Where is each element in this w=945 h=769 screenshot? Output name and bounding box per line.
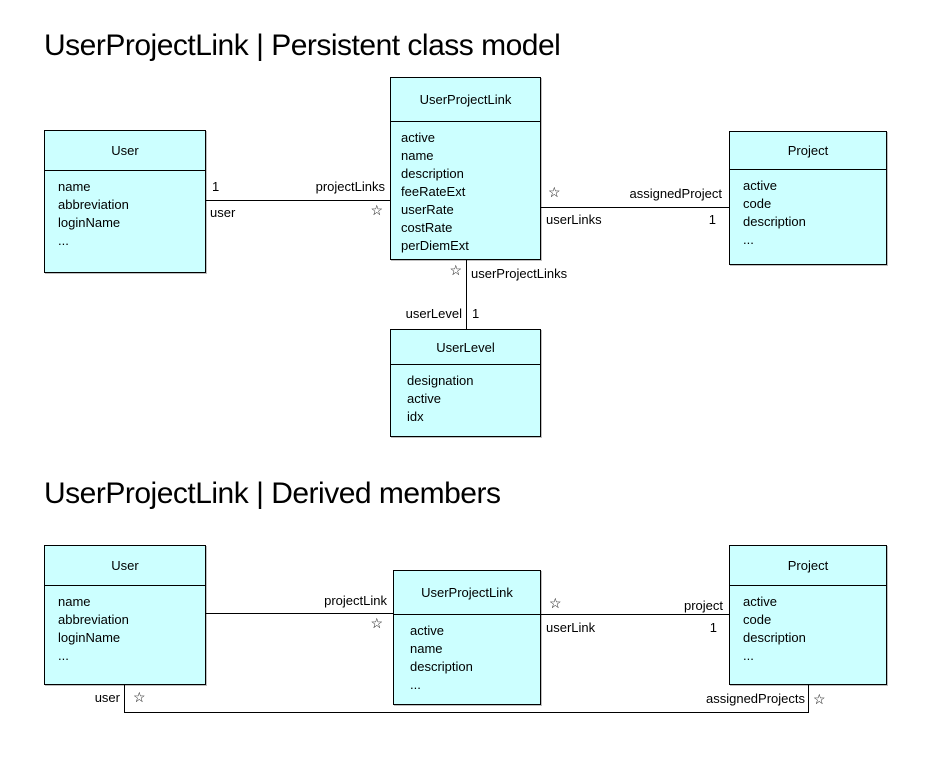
class-box-user: User name abbreviation loginName ... bbox=[44, 130, 206, 273]
role-label: projectLink bbox=[324, 593, 387, 608]
class-box-project: Project active code description ... bbox=[729, 131, 887, 265]
role-label: projectLinks bbox=[315, 179, 385, 194]
role-label: project bbox=[683, 598, 723, 613]
association-line-user-userprojectlink bbox=[206, 200, 390, 201]
attribute: name bbox=[401, 148, 434, 163]
class-box-user-project-link: UserProjectLink active name description … bbox=[390, 77, 541, 260]
class-name: User bbox=[45, 546, 205, 586]
attribute: ... bbox=[58, 233, 69, 248]
attribute: description bbox=[410, 659, 473, 674]
many-star-icon: ☆ bbox=[813, 691, 826, 707]
role-label: userLink bbox=[546, 620, 596, 635]
association-line-user-project-derived bbox=[124, 712, 809, 713]
attribute: active bbox=[407, 391, 441, 406]
many-star-icon: ☆ bbox=[449, 262, 462, 278]
attribute: idx bbox=[407, 409, 424, 424]
class-attributes: active name description ... bbox=[394, 615, 540, 694]
class-attributes: name abbreviation loginName ... bbox=[45, 171, 205, 250]
class-name: Project bbox=[730, 546, 886, 586]
attribute: ... bbox=[58, 648, 69, 663]
class-attributes: active code description ... bbox=[730, 586, 886, 665]
attribute: name bbox=[58, 594, 91, 609]
attribute: ... bbox=[410, 677, 421, 692]
multiplicity-label: 1 bbox=[472, 306, 480, 321]
many-star-icon: ☆ bbox=[133, 689, 146, 705]
class-attributes: name abbreviation loginName ... bbox=[45, 586, 205, 665]
attribute: active bbox=[743, 178, 777, 193]
role-label: assignedProject bbox=[629, 186, 723, 201]
association-line-userprojectlink-project bbox=[541, 207, 729, 208]
attribute: userRate bbox=[401, 202, 454, 217]
multiplicity-label: 1 bbox=[212, 179, 220, 194]
association-line-userprojectlink-project bbox=[541, 614, 729, 615]
role-label: userLevel bbox=[405, 306, 462, 321]
attribute: ... bbox=[743, 648, 754, 663]
association-line-userprojectlink-userlevel bbox=[466, 260, 467, 329]
role-label: assignedProjects bbox=[706, 691, 805, 706]
many-star-icon: ☆ bbox=[549, 595, 562, 611]
association-line-user-userprojectlink bbox=[206, 613, 393, 614]
attribute: costRate bbox=[401, 220, 453, 235]
class-name: Project bbox=[730, 132, 886, 170]
class-box-user-level: UserLevel designation active idx bbox=[390, 329, 541, 437]
attribute: description bbox=[743, 214, 806, 229]
association-line-user-project-derived bbox=[124, 684, 125, 713]
attribute: active bbox=[743, 594, 777, 609]
diagram-title: UserProjectLink | Derived members bbox=[44, 477, 501, 510]
role-label: user bbox=[94, 690, 120, 705]
association-line-user-project-derived bbox=[808, 684, 809, 713]
many-star-icon: ☆ bbox=[548, 184, 561, 200]
attribute: active bbox=[401, 130, 435, 145]
class-box-user: User name abbreviation loginName ... bbox=[44, 545, 206, 685]
role-label: userProjectLinks bbox=[471, 266, 568, 281]
class-name: User bbox=[45, 131, 205, 171]
class-box-project: Project active code description ... bbox=[729, 545, 887, 685]
class-name: UserProjectLink bbox=[391, 78, 540, 122]
attribute: loginName bbox=[58, 630, 121, 645]
class-box-user-project-link: UserProjectLink active name description … bbox=[393, 570, 541, 705]
attribute: feeRateExt bbox=[401, 184, 466, 199]
attribute: description bbox=[743, 630, 806, 645]
attribute: abbreviation bbox=[58, 612, 129, 627]
role-label: userLinks bbox=[546, 212, 602, 227]
attribute: ... bbox=[743, 232, 754, 247]
attribute: code bbox=[743, 612, 772, 627]
attribute: name bbox=[58, 179, 91, 194]
attribute: perDiemExt bbox=[401, 238, 469, 253]
many-star-icon: ☆ bbox=[370, 202, 383, 218]
attribute: name bbox=[410, 641, 443, 656]
diagram-title: UserProjectLink | Persistent class model bbox=[44, 29, 561, 62]
attribute: abbreviation bbox=[58, 197, 129, 212]
many-star-icon: ☆ bbox=[370, 615, 383, 631]
class-name: UserLevel bbox=[391, 330, 540, 365]
multiplicity-label: 1 bbox=[709, 620, 717, 635]
class-attributes: designation active idx bbox=[391, 365, 540, 426]
attribute: active bbox=[410, 623, 444, 638]
attribute: description bbox=[401, 166, 464, 181]
class-attributes: active code description ... bbox=[730, 170, 886, 249]
class-name: UserProjectLink bbox=[394, 571, 540, 615]
attribute: loginName bbox=[58, 215, 121, 230]
attribute: designation bbox=[407, 373, 474, 388]
multiplicity-label: 1 bbox=[708, 212, 716, 227]
attribute: code bbox=[743, 196, 772, 211]
class-attributes: active name description feeRateExt userR… bbox=[391, 122, 540, 255]
role-label: user bbox=[210, 205, 236, 220]
